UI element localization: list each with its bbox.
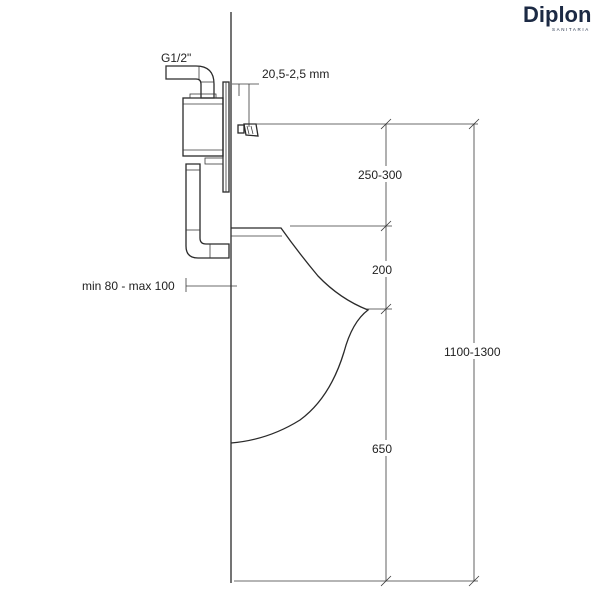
- sensor-nozzle: [237, 123, 259, 137]
- dim-upper-label: 250-300: [358, 168, 402, 182]
- dim-total-label: 1100-1300: [444, 345, 501, 359]
- vertical-dimension-chain: [380, 118, 392, 587]
- label-bg-total: [442, 343, 506, 359]
- logo-wordmark: Diplon: [523, 2, 591, 27]
- dim-lower-label: 650: [372, 442, 392, 456]
- logo-tagline: SANITARIA: [552, 27, 590, 32]
- wall-depth-label: min 80 - max 100: [82, 279, 175, 293]
- flush-gap-label: 20,5-2,5 mm: [262, 67, 329, 81]
- wall-depth-dimension: [185, 278, 237, 292]
- dim-middle-label: 200: [372, 263, 392, 277]
- pipe-thread-label: G1/2": [161, 51, 191, 65]
- label-bg-lower: [370, 440, 398, 456]
- brand-logo: Diplon SANITARIA: [523, 2, 591, 32]
- urinal-bowl-outline: [230, 227, 370, 444]
- supply-pipe-elbow: [165, 65, 215, 99]
- connecting-pipe: [185, 163, 230, 259]
- label-bg-middle: [370, 261, 398, 277]
- flush-gap-dimension: [232, 83, 259, 127]
- flush-valve-housing: [182, 81, 230, 193]
- label-bg-upper: [356, 166, 406, 182]
